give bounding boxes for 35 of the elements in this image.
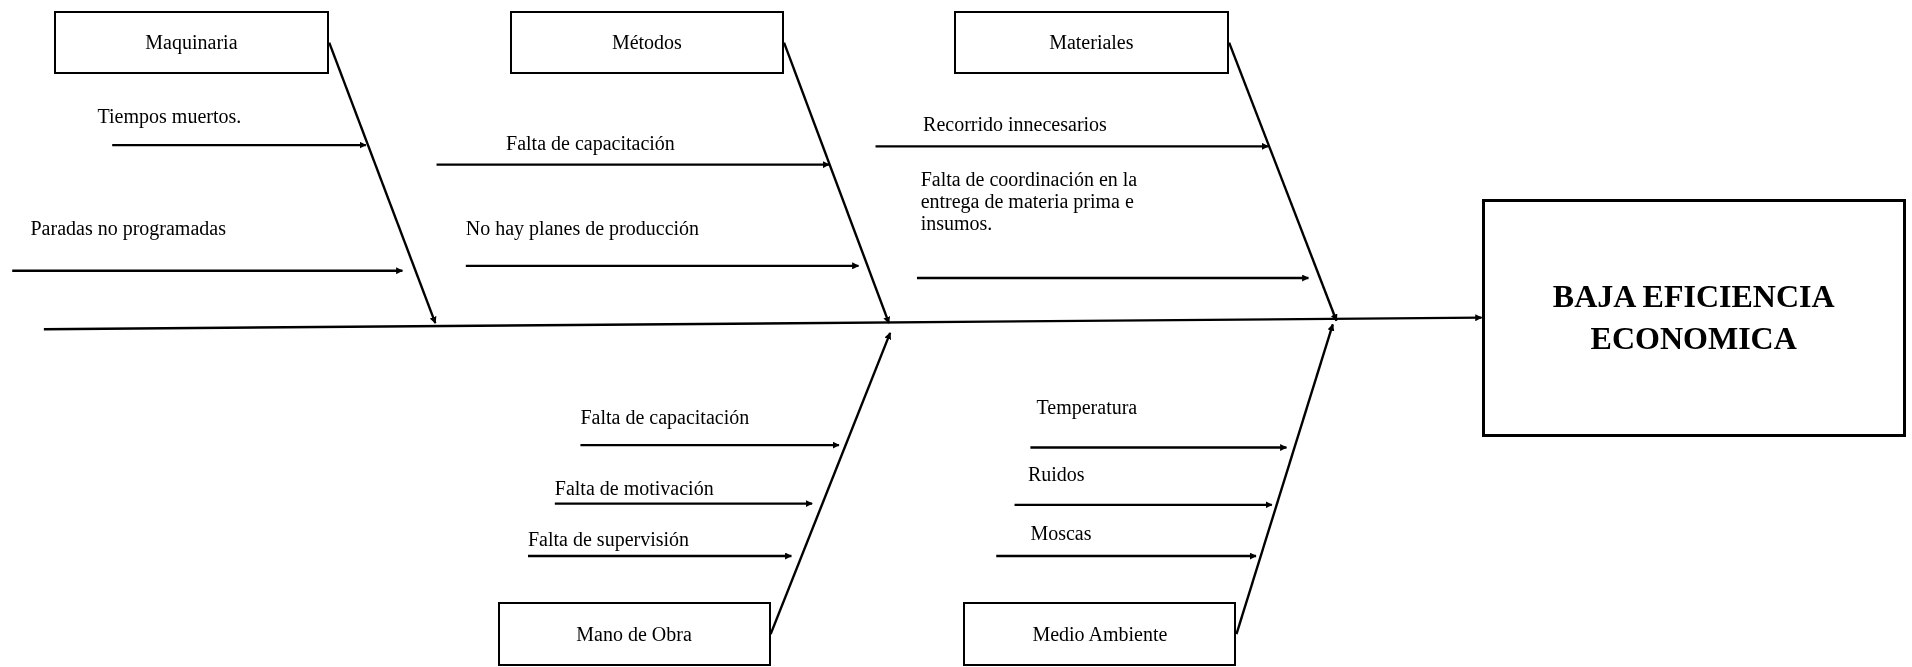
cause-label: Falta de capacitación	[580, 406, 849, 446]
cause-label: Falta de capacitación	[436, 131, 785, 165]
cause-label: Paradas no programadas	[12, 217, 348, 271]
cause-arrow	[528, 552, 793, 560]
cause-label: Falta de coordinación en la entrega de materia prima e insumos.	[916, 168, 1188, 278]
effect-box: BAJA EFICIENCIA ECONOMICA	[1481, 198, 1906, 437]
cause-arrow	[465, 262, 860, 270]
bone-arrow	[1228, 42, 1338, 322]
cause-arrow	[875, 142, 1269, 150]
bone-arrow	[769, 332, 892, 635]
cause-label: Ruidos	[1014, 463, 1125, 505]
bone-arrow	[328, 42, 437, 324]
category-box: Materiales	[953, 10, 1230, 75]
category-box: Mano de Obra	[497, 602, 771, 666]
cause-arrow	[917, 274, 1310, 282]
cause-label: Falta de supervisión	[528, 528, 791, 556]
cause-arrow	[436, 161, 830, 169]
cause-label: Recorrido innecesarios	[875, 113, 1230, 147]
spine-arrow	[43, 314, 1483, 331]
cause-arrow	[996, 552, 1257, 560]
cause-label: Temperatura	[1030, 396, 1202, 448]
cause-arrow	[12, 267, 404, 275]
category-box: Métodos	[509, 10, 785, 75]
cause-arrow	[580, 441, 840, 449]
cause-arrow	[1014, 501, 1273, 509]
cause-arrow	[112, 141, 367, 149]
cause-label: No hay planes de producción	[465, 217, 832, 266]
cause-arrow	[554, 500, 813, 508]
bone-arrow	[1235, 323, 1335, 635]
category-box: Medio Ambiente	[963, 602, 1237, 666]
cause-arrow	[1030, 444, 1288, 451]
cause-label: Falta de motivación	[554, 476, 811, 504]
cause-label: Tiempos muertos.	[97, 104, 342, 146]
category-box: Maquinaria	[53, 10, 330, 75]
cause-label: Moscas	[996, 521, 1131, 557]
